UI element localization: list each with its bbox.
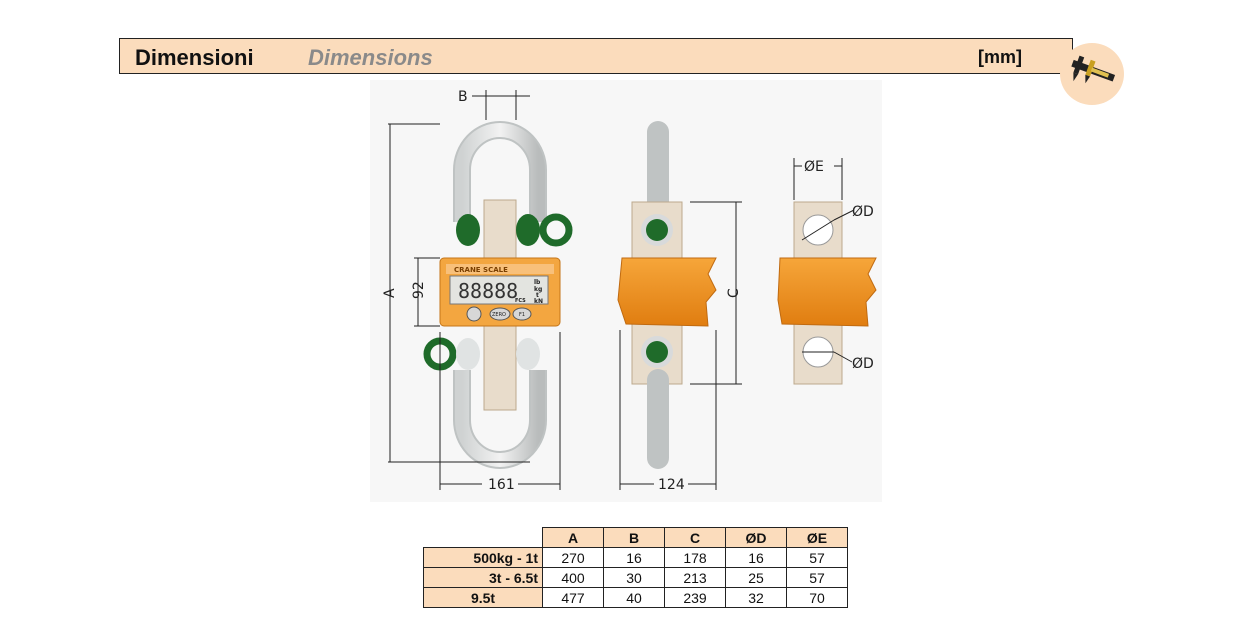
table-cell: 16 — [725, 547, 787, 568]
display-digits: 88888 — [458, 279, 518, 303]
f1-button-label: F1 — [519, 312, 525, 318]
dim-label-a: A — [382, 288, 398, 298]
unit-label: [mm] — [978, 47, 1022, 67]
table-cell: 25 — [725, 567, 787, 588]
power-button — [466, 306, 482, 322]
dimensions-table: A B C ØD ØE 500kg - 1t 270 16 178 16 57 … — [423, 527, 848, 608]
table-cell: 16 — [603, 547, 665, 568]
table-header-row: A B C ØD ØE — [423, 527, 848, 548]
f1-button — [512, 307, 532, 321]
table-row: 500kg - 1t 270 16 178 16 57 — [423, 547, 848, 568]
table-cell: 57 — [786, 547, 848, 568]
column-header: ØD — [725, 527, 787, 548]
table-cell: 213 — [664, 567, 726, 588]
dim-label-c: C — [726, 288, 742, 298]
dimension-drawing: CRANE SCALE 88888 lb kg t kN FCS ZERO F1 — [370, 80, 882, 502]
dim-label-161: 161 — [488, 477, 515, 493]
dim-label-od-top: ØD — [852, 204, 874, 220]
zero-button — [489, 307, 511, 321]
dim-label-b: B — [458, 89, 468, 105]
table-cell: 70 — [786, 587, 848, 608]
dim-label-124: 124 — [658, 477, 685, 493]
table-cell: 239 — [664, 587, 726, 608]
dim-label-od-bottom: ØD — [852, 356, 874, 372]
front-view: CRANE SCALE 88888 lb kg t kN FCS ZERO F1 — [382, 89, 573, 493]
end-view: ØE ØD ØD — [777, 158, 877, 385]
display-brand: CRANE SCALE — [454, 266, 508, 274]
title-italian: Dimensioni — [135, 45, 254, 70]
column-header: ØE — [786, 527, 848, 548]
table-cell: 32 — [725, 587, 787, 608]
caliper-icon — [1060, 43, 1124, 105]
dim-label-92: 92 — [411, 281, 427, 299]
table-cell: 30 — [603, 567, 665, 588]
table-row: 9.5t 477 40 239 32 70 — [423, 587, 848, 608]
display-fcs: FCS — [515, 298, 526, 304]
table-cell: 400 — [542, 567, 604, 588]
unit-kn: kN — [534, 298, 543, 305]
column-header: A — [542, 527, 604, 548]
table-cell: 57 — [786, 567, 848, 588]
table-cell: 178 — [664, 547, 726, 568]
unit-t: t — [536, 292, 539, 299]
table-corner — [423, 527, 543, 548]
dim-label-oe: ØE — [804, 159, 824, 175]
table-cell: 477 — [542, 587, 604, 608]
section-header: Dimensioni Dimensions [mm] — [119, 38, 1073, 74]
unit-kg: kg — [534, 286, 542, 293]
unit-lb: lb — [534, 279, 541, 286]
side-view: C 124 — [617, 121, 742, 493]
table-cell: 270 — [542, 547, 604, 568]
zero-button-label: ZERO — [492, 312, 506, 318]
row-label: 9.5t — [423, 587, 543, 608]
table-cell: 40 — [603, 587, 665, 608]
column-header: C — [664, 527, 726, 548]
row-label: 500kg - 1t — [423, 547, 543, 568]
row-label: 3t - 6.5t — [423, 567, 543, 588]
table-row: 3t - 6.5t 400 30 213 25 57 — [423, 567, 848, 588]
column-header: B — [603, 527, 665, 548]
title-english: Dimensions — [308, 45, 433, 70]
